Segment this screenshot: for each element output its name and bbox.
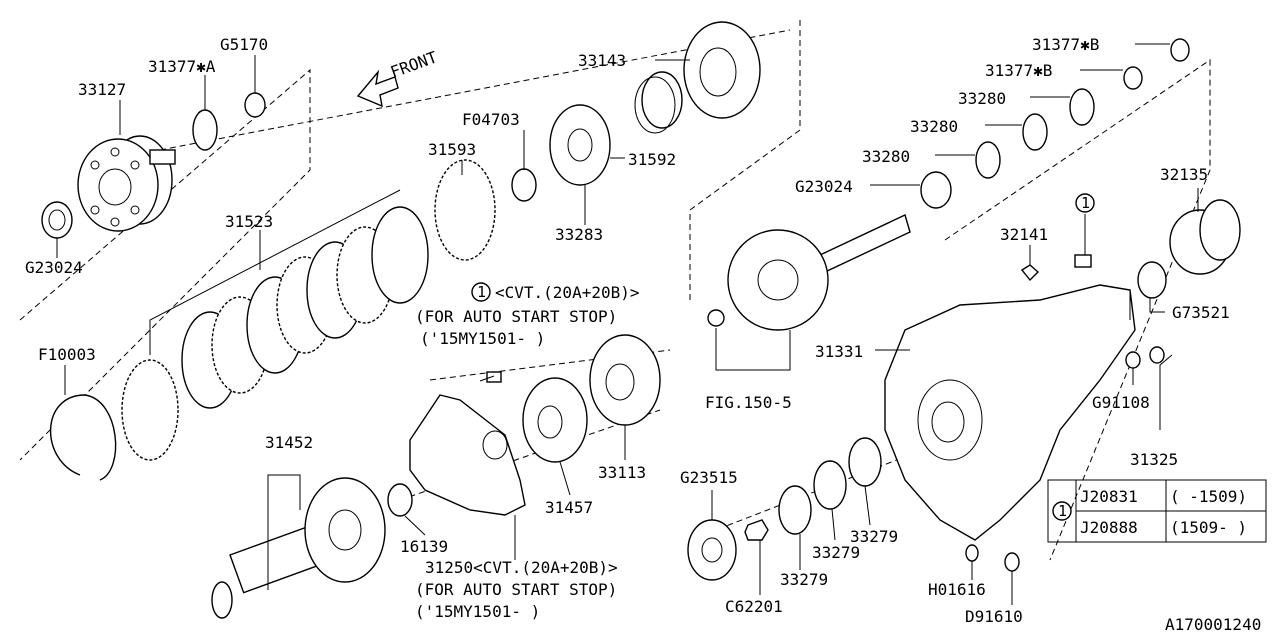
washer-d91610 [1004,552,1020,572]
output-shaft [727,214,911,331]
bolt-32141 [1020,264,1040,282]
retainer-33143 [683,21,761,119]
transfer-case-31331 [884,284,1136,541]
label-g23024-left: G23024 [25,258,83,277]
label-16139: 16139 [400,537,448,556]
label-33113: 33113 [598,463,646,482]
ring-31377b-b [1170,38,1190,62]
diagram-id: A170001240 [1165,615,1261,634]
plate-31593 [434,159,496,261]
label-31592: 31592 [628,150,676,169]
ring-31377b-a [1123,66,1143,90]
shaft-gear-31452 [211,477,386,619]
label-33127: 33127 [78,80,126,99]
label-c62201: C62201 [725,597,783,616]
snap-ring-f10003 [49,394,117,481]
oring-33280-a [975,141,1001,179]
ring-31377a [192,109,218,151]
table-marker: 1 [1058,502,1067,520]
front-direction-arrow: FRONT [356,47,440,108]
label-g73521: G73521 [1172,303,1230,322]
table-row-1-range: ( -1509) [1170,487,1247,506]
label-33279-b: 33279 [812,543,860,562]
label-g23515: G23515 [680,468,738,487]
bushing-16139 [387,483,413,517]
small-plug-fig150 [707,309,725,327]
label-31452: 31452 [265,433,313,452]
label-31377a: 31377✱A [148,57,216,76]
seal-g23024-left [41,201,73,239]
label-31325: 31325 [1130,450,1178,469]
plug-h01616 [965,544,979,562]
svg-text:1: 1 [1081,194,1090,212]
note1-line3: ('15MY1501- ) [420,329,545,348]
label-g5170: G5170 [220,35,268,54]
label-33280-1: 33280 [862,147,910,166]
label-32141: 32141 [1000,225,1048,244]
note2-line2: (FOR AUTO START STOP) [415,580,617,599]
note2-line3: ('15MY1501- ) [415,602,540,621]
label-31593: 31593 [428,140,476,159]
centre-axis-dashed [159,29,791,151]
oring-33279-a [778,485,812,535]
leader-lines [56,43,1199,605]
table-marker-circle [1052,501,1072,521]
label-31377b-2: 31377✱B [1032,35,1099,54]
label-g23024-right: G23024 [795,177,853,196]
label-33279-c: 33279 [850,527,898,546]
oring-33280-b [1022,113,1048,151]
bolt-cover [479,371,502,383]
drum-33127 [77,135,176,232]
bearing-g23515 [687,519,737,581]
label-f04703: F04703 [462,110,520,129]
label-f10003: F10003 [38,345,96,364]
table-row-1-part: J20831 [1080,487,1138,506]
plug-g91108 [1125,351,1141,369]
label-g91108: G91108 [1092,393,1150,412]
svg-text:1: 1 [477,283,486,301]
cover-31250 [409,394,526,516]
table-row-2-range: (1509- ) [1170,518,1247,537]
label-33283: 33283 [555,225,603,244]
label-31377b-1: 31377✱B [985,61,1052,80]
note1-line1: <CVT.(20A+20B)> [495,283,640,302]
oring-33279-c [848,437,882,487]
label-33279-a: 33279 [780,570,828,589]
seal-g23024-right [920,171,952,209]
callout-marker-bolt: 1 [1075,193,1095,213]
piston-33283 [549,104,611,186]
gear-33113 [589,334,661,426]
seal-g73521 [1137,261,1167,299]
gear-31457 [522,377,588,463]
cover-axis-dashed [689,419,1001,541]
note1-line2: (FOR AUTO START STOP) [415,307,617,326]
label-31523: 31523 [225,212,273,231]
front-label: FRONT [388,47,440,81]
label-33280-2: 33280 [910,117,958,136]
clutch-plate-stack-31523 [121,206,429,461]
table-row-2-part: J20888 [1080,518,1138,537]
oring-33280-c [1069,88,1095,126]
label-33280-3: 33280 [958,89,1006,108]
note2-line1: 31250<CVT.(20A+20B)> [425,558,618,577]
label-fig150: FIG.150-5 [705,393,792,412]
oring-33279-b [813,460,847,510]
callout-marker-note: 1 [471,282,491,302]
nut-c62201 [744,519,769,541]
bolt-callout [1074,254,1092,268]
bearing-31592 [634,71,683,134]
label-d91610: D91610 [965,607,1023,626]
cap-32135 [1169,199,1241,275]
plug-31325 [1149,346,1165,364]
ring-f04703 [511,168,537,202]
label-h01616: H01616 [928,580,986,599]
label-31457: 31457 [545,498,593,517]
washer-g5170 [244,92,266,118]
reference-table: 1 J20831 ( -1509) J20888 (1509- ) [1047,479,1267,543]
right-frame-dashed [689,20,801,300]
label-33143: 33143 [578,51,626,70]
label-31331: 31331 [815,342,863,361]
label-32135: 32135 [1160,165,1208,184]
